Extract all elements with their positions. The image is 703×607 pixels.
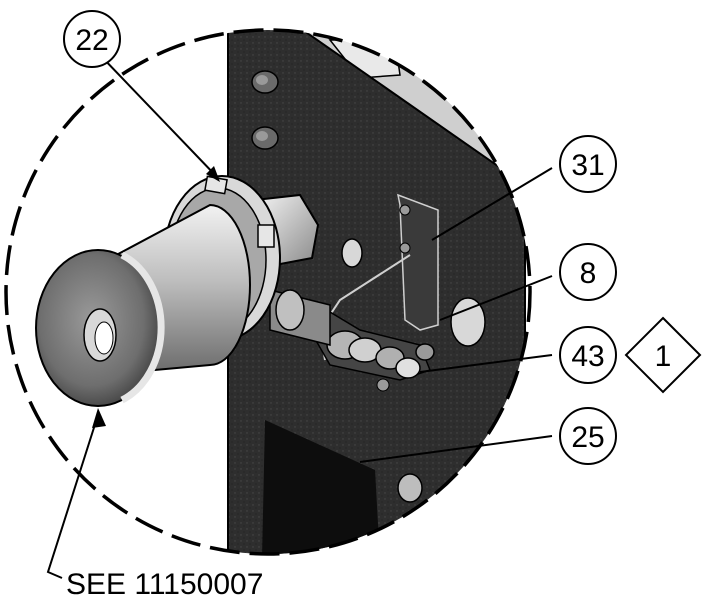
callout-8-label: 8 — [580, 257, 597, 290]
end-cap-rim — [120, 251, 165, 404]
callout-43: 43 — [559, 326, 617, 384]
arrowhead-see-ref — [92, 408, 106, 428]
leader-lines — [46, 54, 553, 579]
plate-hole-lower — [397, 473, 423, 503]
pivot-assembly — [309, 298, 435, 392]
callout-25: 25 — [559, 407, 617, 465]
leader-31 — [431, 167, 553, 241]
see-reference-note: SEE 11150007 — [66, 568, 263, 601]
leader-25 — [359, 435, 553, 463]
plate-bolt-top — [251, 70, 279, 94]
leader-22 — [99, 54, 219, 179]
plate-hole-small — [341, 238, 363, 268]
detail-content — [35, 30, 526, 554]
callout-22: 22 — [63, 10, 121, 68]
switch-bracket — [396, 193, 439, 331]
callout-31: 31 — [559, 135, 617, 193]
callout-25-label: 25 — [571, 421, 604, 454]
leader-see-ref — [46, 414, 99, 579]
detail-boundary — [4, 28, 532, 556]
arrowhead-22 — [206, 166, 220, 182]
plate-hole-large — [450, 297, 486, 347]
callout-8: 8 — [559, 243, 617, 301]
plate-bolt-upper — [251, 126, 279, 150]
end-cap-bore-inner — [94, 321, 114, 355]
shaft-collar — [275, 289, 305, 331]
callout-22-label: 22 — [75, 24, 108, 57]
flag-note-label: 1 — [655, 340, 672, 373]
leader-8 — [439, 275, 553, 321]
bracket-screw-bottom — [399, 242, 411, 254]
callout-31-label: 31 — [571, 149, 604, 182]
flag-note-diamond: 1 — [624, 316, 702, 394]
leader-43 — [419, 354, 553, 373]
clamp-tab-side — [257, 224, 275, 248]
callout-43-label: 43 — [571, 340, 604, 373]
bracket-screw-top — [399, 204, 411, 216]
lower-block — [262, 420, 380, 554]
